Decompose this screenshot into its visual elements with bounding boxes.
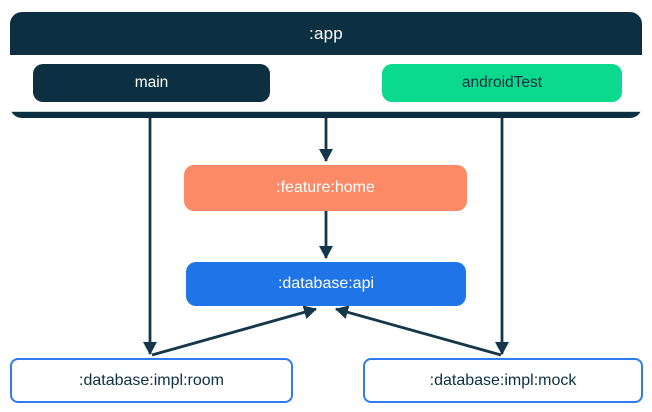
node-feature-home: :feature:home xyxy=(184,165,467,211)
sourceset-androidtest: androidTest xyxy=(382,64,622,102)
edge-database-impl-mock-to-database-api xyxy=(335,305,502,357)
node-database-impl-room: :database:impl:room xyxy=(10,358,293,403)
node-database-api: :database:api xyxy=(186,262,466,306)
node-database-impl-mock: :database:impl:mock xyxy=(363,358,643,403)
app-node-body: main androidTest xyxy=(10,55,642,112)
edge-database-impl-room-to-database-api xyxy=(151,305,317,357)
node-feature-home-label: :feature:home xyxy=(276,179,375,196)
sourceset-main: main xyxy=(33,64,270,102)
app-node-bottom-edge xyxy=(10,112,642,118)
node-database-impl-mock-label: :database:impl:mock xyxy=(429,371,577,389)
node-database-api-label: :database:api xyxy=(277,275,375,292)
node-database-impl-room-label: :database:impl:room xyxy=(79,371,224,389)
sourceset-androidtest-label: androidTest xyxy=(461,74,543,91)
app-node-header: :app xyxy=(10,12,642,55)
sourceset-main-label: main xyxy=(134,74,169,91)
app-node-label: :app xyxy=(309,23,343,43)
node-app: :app main androidTest xyxy=(10,12,642,118)
